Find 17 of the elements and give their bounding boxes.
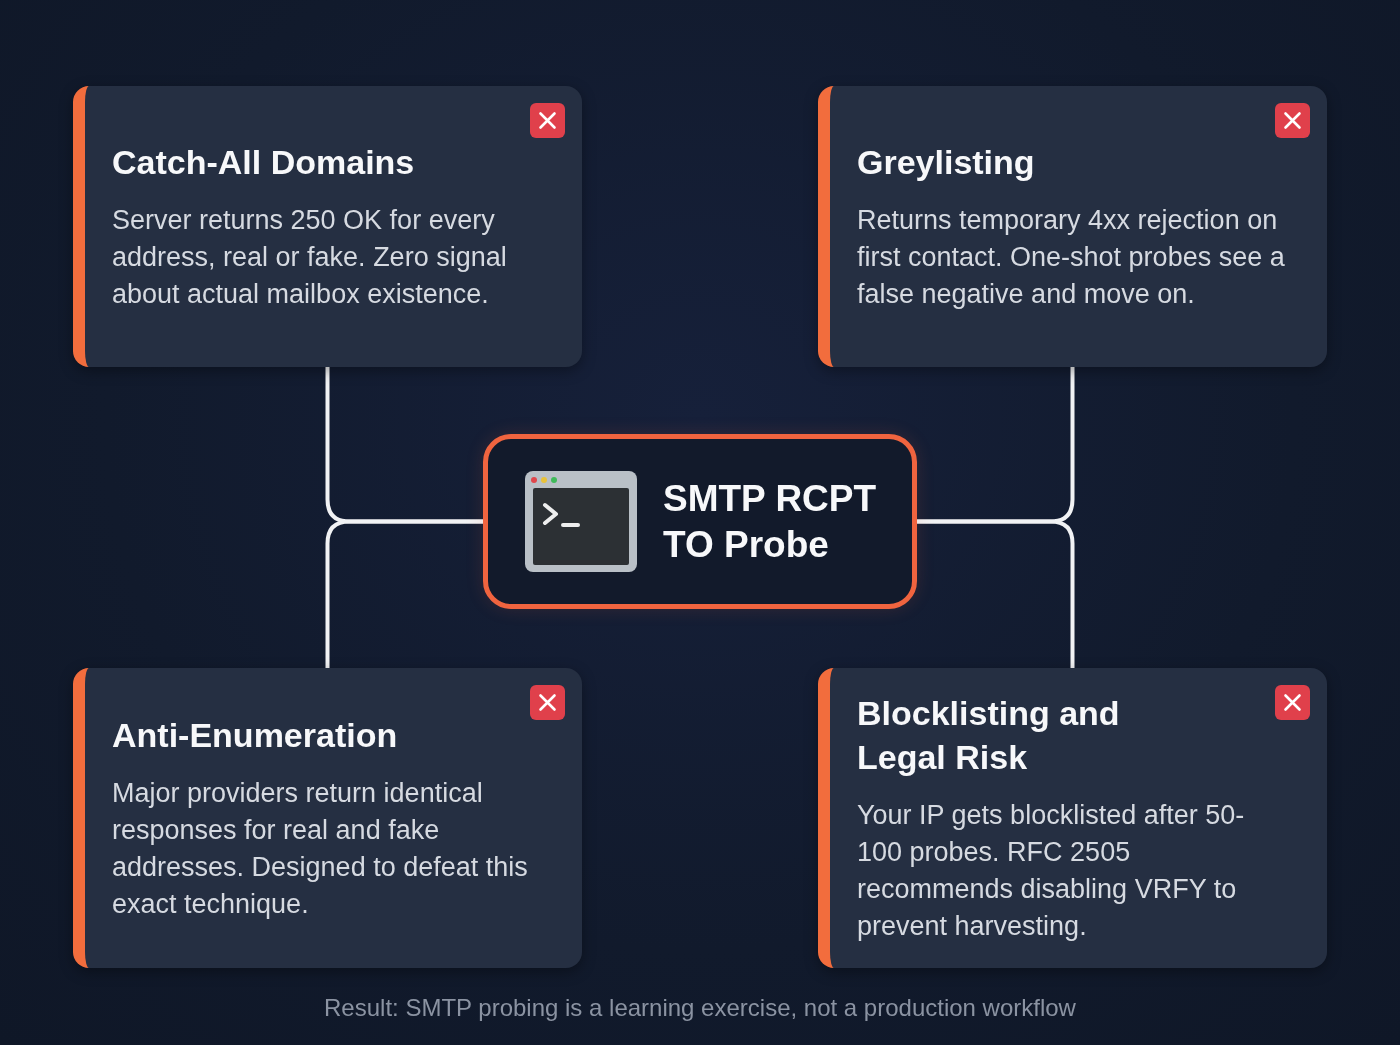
info-card xyxy=(818,86,1327,367)
card-title: Anti-Enumeration xyxy=(112,715,398,756)
card-title: Blocklisting and Legal Risk xyxy=(857,693,1121,778)
node-label: SMTP RCPT TO Probe xyxy=(663,476,878,567)
card-title: Greylisting xyxy=(857,142,1035,183)
info-card xyxy=(73,668,582,968)
connector-line xyxy=(917,519,1075,668)
card-description: Server returns 250 OK for every address, real or fake. Zero signal about actual mailbox existence. xyxy=(112,204,508,311)
card-description: Major providers return identical responses for real and fake addresses. Designed to defeat this exact technique. xyxy=(112,777,529,921)
process-box xyxy=(483,434,917,609)
caption-text: Result: SMTP probing is a learning exercise, not a production workflow xyxy=(324,994,1076,1021)
info-card xyxy=(73,86,582,367)
connector-line xyxy=(325,519,483,668)
card-title: Catch-All Domains xyxy=(112,142,415,183)
card-description: Returns temporary 4xx rejection on first contact. One-shot probes see a false negative and move on. xyxy=(857,204,1286,311)
card-description: Your IP gets blocklisted after 50-100 probes. RFC 2505 recommends disabling VRFY to prevent harvesting. xyxy=(857,799,1246,943)
info-card xyxy=(818,668,1327,968)
